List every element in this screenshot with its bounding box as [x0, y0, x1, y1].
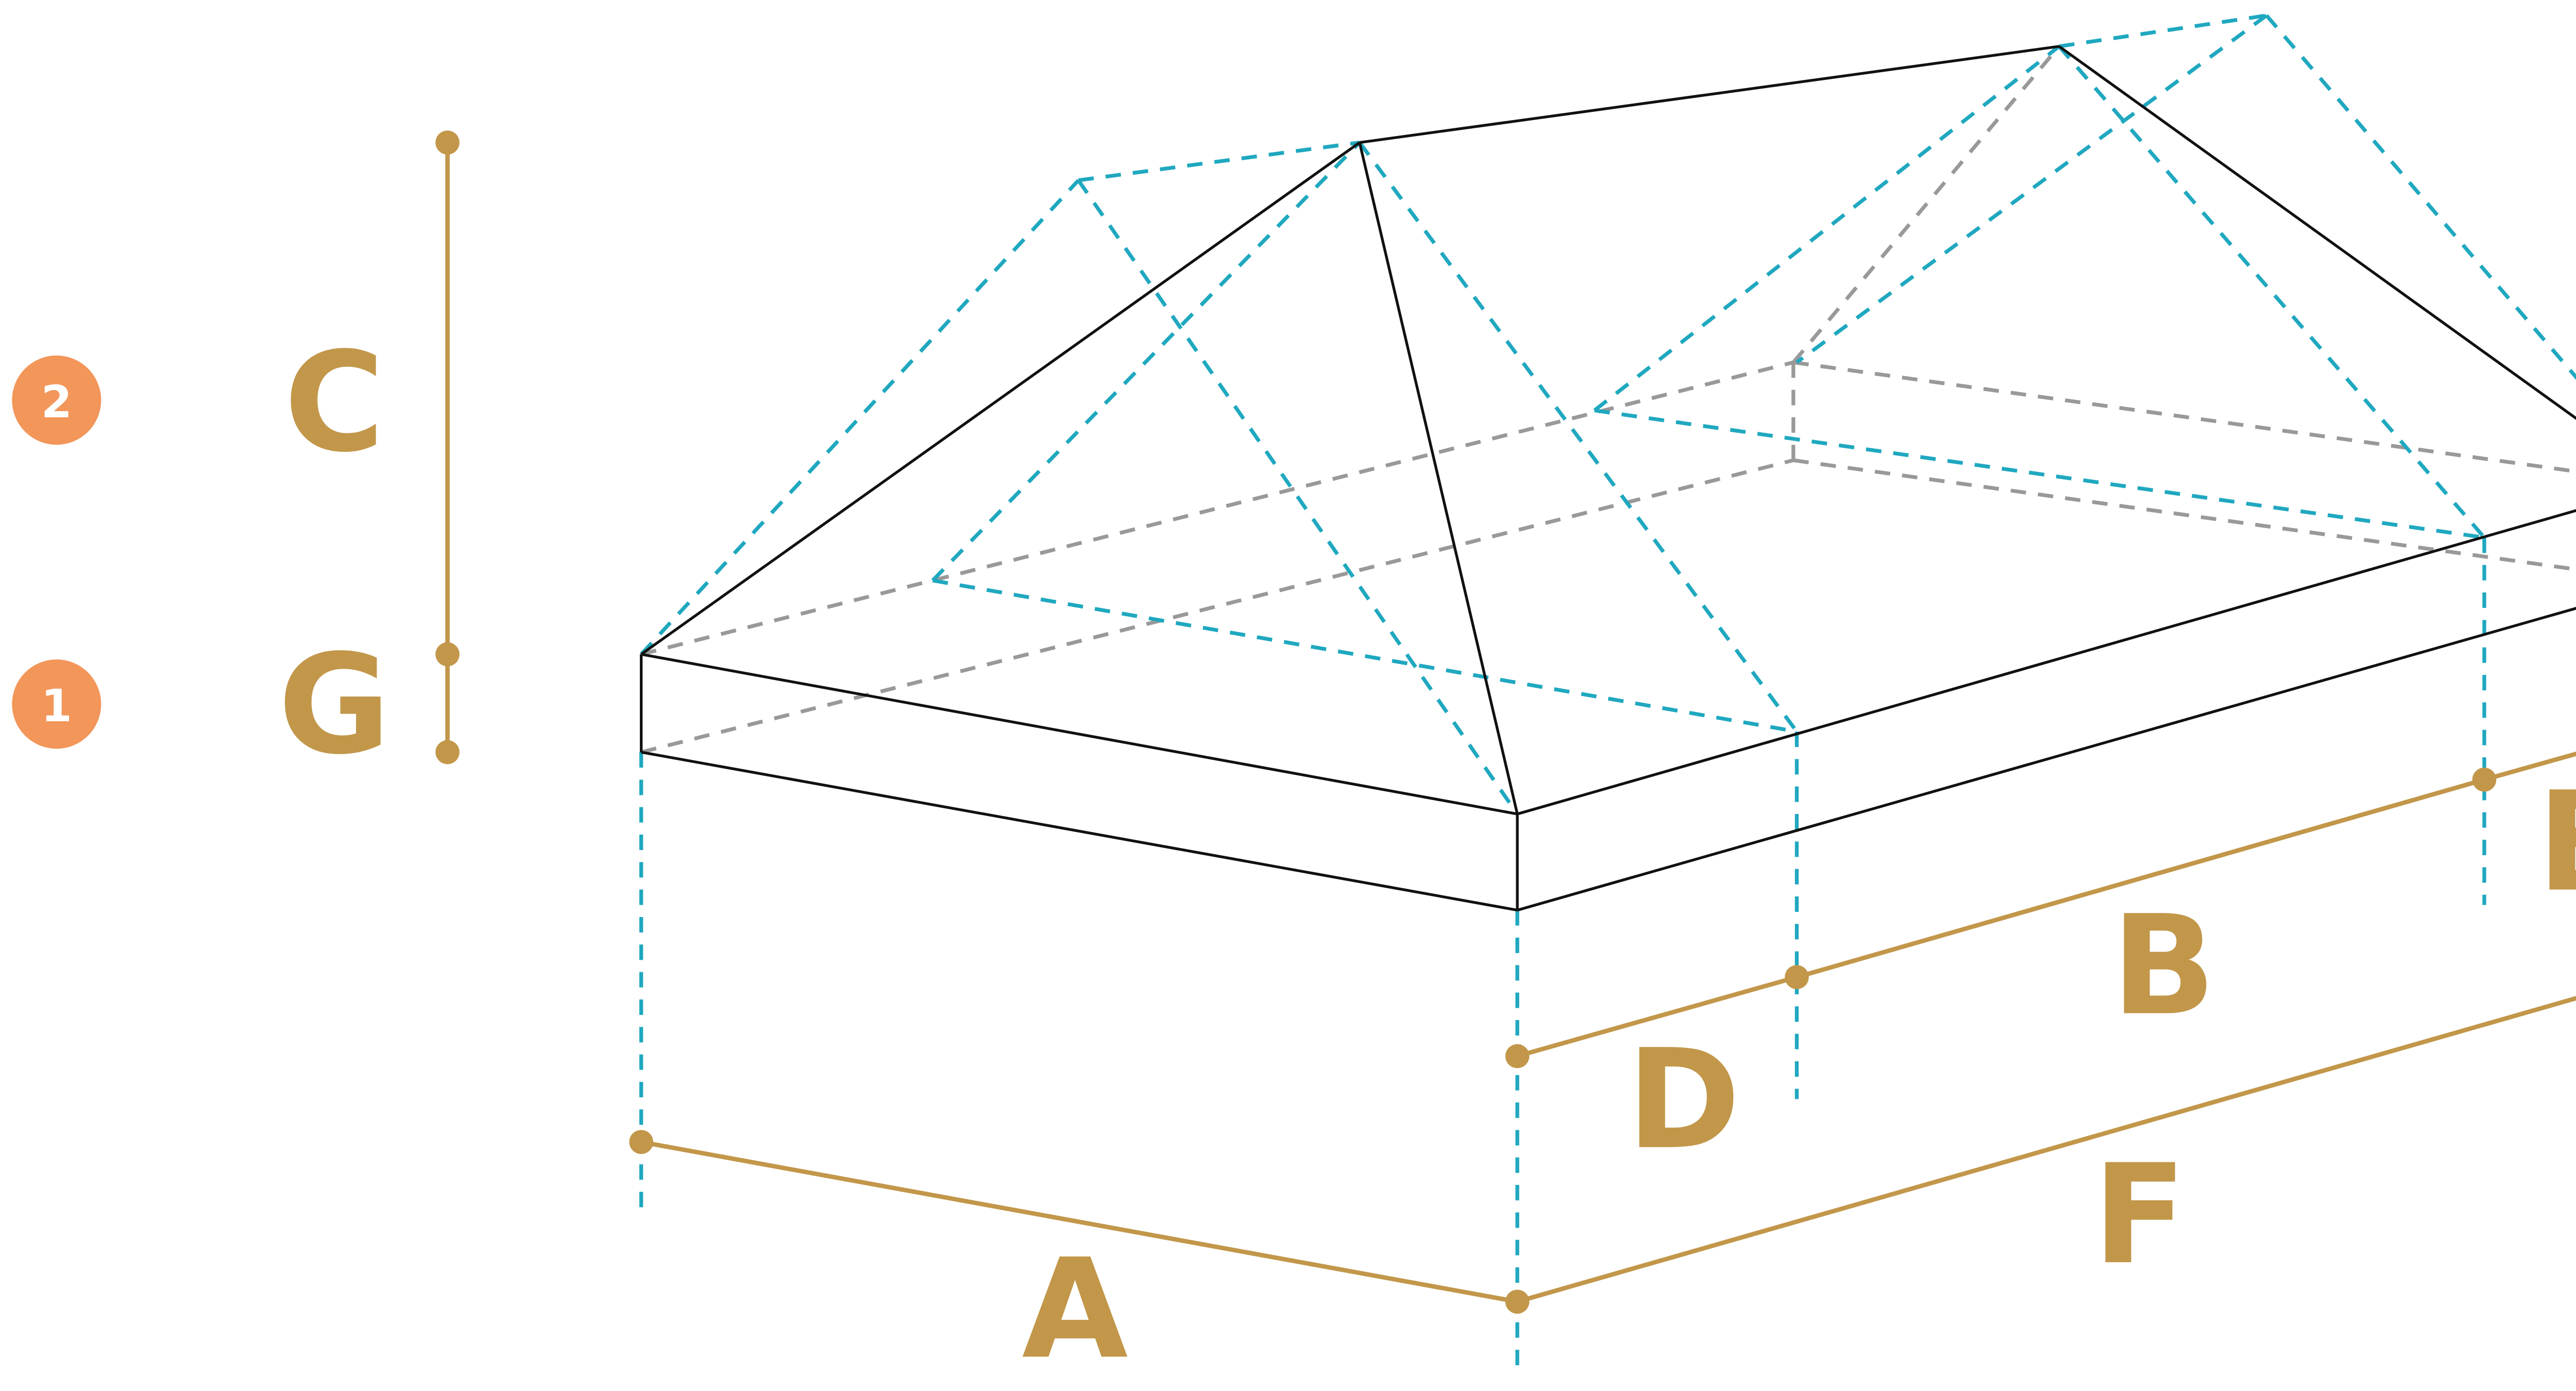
badge-1-circle — [12, 659, 101, 749]
badge-2-number: 2 — [41, 377, 72, 428]
label-d: D — [1626, 1020, 1740, 1179]
tent-outline — [639, 45, 2576, 912]
hidden-edges — [640, 45, 2576, 754]
dimension-lines — [445, 142, 2576, 1304]
projection-lines — [639, 13, 2576, 1374]
badge-2: 2 — [12, 355, 101, 445]
badge-1-number: 1 — [41, 681, 72, 732]
badge-1: 1 — [12, 659, 101, 749]
label-g: G — [278, 625, 391, 785]
dimension-dots — [435, 130, 2497, 1314]
label-c: C — [284, 323, 384, 482]
label-b: B — [2111, 886, 2216, 1045]
badge-2-circle — [12, 355, 101, 445]
label-f: F — [2093, 1135, 2187, 1295]
label-a: A — [1022, 1229, 1129, 1389]
label-e: E — [2537, 762, 2576, 922]
